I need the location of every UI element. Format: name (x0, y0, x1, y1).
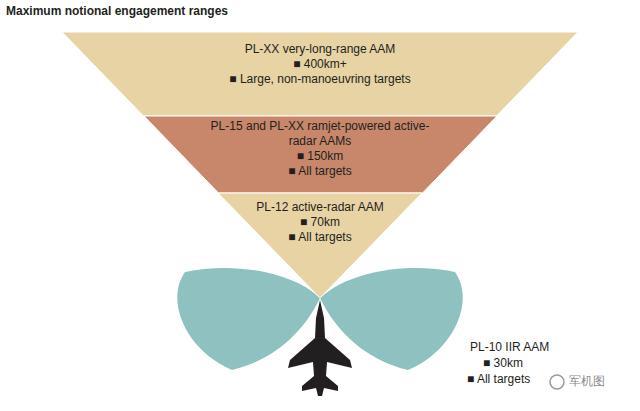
diagram-title: Maximum notional engagement ranges (6, 4, 228, 19)
watermark-icon (550, 375, 564, 389)
jet-silhouette (288, 300, 352, 396)
range-band: PL-15 and PL-XX ramjet-powered active-ra… (144, 116, 497, 193)
range-band: PL-XX very-long-range AAM■ 400km+■ Large… (62, 32, 578, 116)
range-band: PL-12 active-radar AAM■ 70km■ All target… (218, 193, 422, 298)
range-detail: ■ All targets (467, 372, 530, 387)
range-detail: ■ Large, non-manoeuvring targets (229, 72, 410, 87)
band-text: PL-15 and PL-XX ramjet-powered active-ra… (144, 116, 497, 179)
missile-name: PL-XX very-long-range AAM (245, 42, 396, 57)
range-detail: ■ All targets (288, 164, 351, 179)
band-fill (144, 116, 497, 193)
range-detail: ■ 70km (300, 215, 340, 230)
band-fill (62, 32, 578, 116)
missile-name: PL-12 active-radar AAM (256, 200, 383, 215)
range-detail: ■ All targets (288, 230, 351, 245)
missile-name: PL-10 IIR AAM (470, 340, 549, 355)
band-text: PL-XX very-long-range AAM■ 400km+■ Large… (62, 32, 578, 87)
band-text: PL-12 active-radar AAM■ 70km■ All target… (218, 193, 422, 245)
band-fill (218, 193, 422, 298)
range-detail: ■ 30km (483, 356, 523, 371)
watermark: 军机图 (569, 374, 605, 389)
missile-name: PL-15 and PL-XX ramjet-powered active-ra… (210, 119, 430, 149)
range-detail: ■ 150km (297, 149, 344, 164)
range-detail: ■ 400km+ (293, 57, 347, 72)
